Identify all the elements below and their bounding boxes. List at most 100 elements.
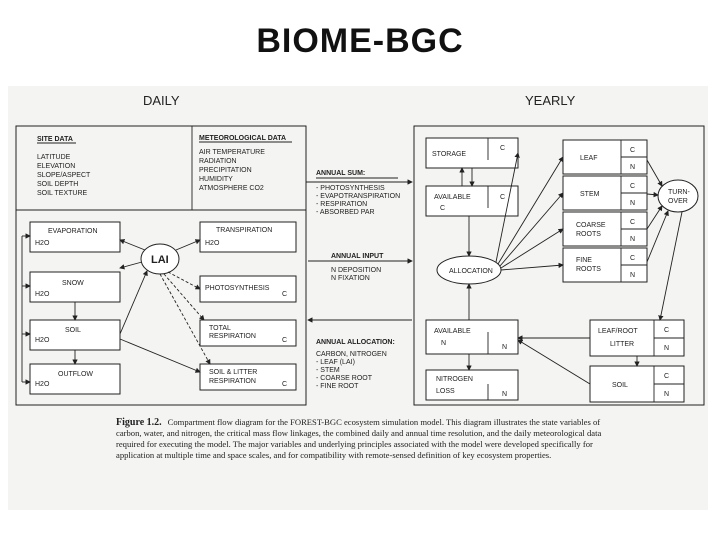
- svg-text:N: N: [664, 345, 669, 352]
- evaporation-box: EVAPORATION H2O: [29, 221, 121, 253]
- nitrogen-loss-box: NITROGEN LOSS N: [425, 369, 519, 401]
- fine-roots-box: FINE ROOTS C N: [562, 247, 648, 283]
- allocation-node: ALLOCATION: [436, 255, 502, 285]
- site-line-1: ELEVATION: [37, 163, 75, 170]
- svg-text:PHOTOSYNTHESIS: PHOTOSYNTHESIS: [205, 285, 270, 292]
- site-data-block: SITE DATA LATITUDE ELEVATION SLOPE/ASPEC…: [37, 136, 91, 197]
- svg-text:RESPIRATION: RESPIRATION: [209, 378, 256, 385]
- svg-text:NITROGEN: NITROGEN: [436, 376, 473, 383]
- svg-text:ALLOCATION: ALLOCATION: [449, 268, 493, 275]
- svg-text:- FINE ROOT: - FINE ROOT: [316, 383, 359, 390]
- svg-text:TOTAL: TOTAL: [209, 325, 231, 332]
- yearly-flow-lines: [459, 152, 683, 385]
- soil-water-box: SOIL H2O: [29, 319, 121, 351]
- svg-text:C: C: [664, 327, 669, 334]
- met-data-title: METEOROLOGICAL DATA: [199, 135, 286, 142]
- svg-text:- LEAF (LAI): - LEAF (LAI): [316, 359, 355, 366]
- svg-text:SOIL & LITTER: SOIL & LITTER: [209, 369, 257, 376]
- svg-text:- PHOTOSYNTHESIS: - PHOTOSYNTHESIS: [316, 185, 385, 192]
- svg-text:ANNUAL ALLOCATION:: ANNUAL ALLOCATION:: [316, 339, 395, 346]
- svg-text:N: N: [630, 200, 635, 207]
- svg-text:C: C: [630, 183, 635, 190]
- figure-caption-label: Figure 1.2.: [116, 417, 162, 428]
- figure-caption-text: Compartment flow diagram for the FOREST-…: [116, 417, 602, 460]
- svg-text:STEM: STEM: [580, 191, 600, 198]
- svg-text:N: N: [630, 236, 635, 243]
- met-line-3: HUMIDITY: [199, 176, 233, 183]
- svg-text:TURN-: TURN-: [668, 189, 690, 196]
- svg-text:TRANSPIRATION: TRANSPIRATION: [216, 227, 272, 234]
- svg-text:N: N: [502, 344, 507, 351]
- svg-text:LITTER: LITTER: [610, 341, 634, 348]
- outflow-box: OUTFLOW H2O: [29, 363, 121, 395]
- svg-text:N: N: [630, 272, 635, 279]
- svg-text:OUTFLOW: OUTFLOW: [58, 371, 93, 378]
- photosynthesis-box: PHOTOSYNTHESIS C: [199, 275, 297, 303]
- transpiration-box: TRANSPIRATION H2O: [199, 221, 297, 253]
- met-line-0: AIR TEMPERATURE: [199, 149, 265, 156]
- met-line-1: RADIATION: [199, 158, 237, 165]
- total-respiration-box: TOTAL RESPIRATION C: [199, 319, 297, 347]
- svg-text:H2O: H2O: [35, 240, 50, 247]
- svg-text:H2O: H2O: [205, 240, 220, 247]
- svg-text:AVAILABLE: AVAILABLE: [434, 328, 471, 335]
- figure-caption: Figure 1.2.Compartment flow diagram for …: [116, 417, 616, 461]
- svg-text:- ABSORBED PAR: - ABSORBED PAR: [316, 209, 375, 216]
- svg-text:AVAILABLE: AVAILABLE: [434, 194, 471, 201]
- svg-text:N FIXATION: N FIXATION: [331, 275, 370, 282]
- svg-text:LEAF: LEAF: [580, 155, 598, 162]
- available-nitrogen-box: AVAILABLE N N: [425, 319, 519, 355]
- svg-text:SNOW: SNOW: [62, 280, 84, 287]
- svg-text:COARSE: COARSE: [576, 222, 606, 229]
- site-line-2: SLOPE/ASPECT: [37, 172, 91, 179]
- soil-litter-respiration-box: SOIL & LITTER RESPIRATION C: [199, 363, 297, 391]
- svg-text:EVAPORATION: EVAPORATION: [48, 228, 98, 235]
- annual-input-block: ANNUAL INPUT N DEPOSITION N FIXATION: [308, 253, 413, 282]
- available-carbon-box: AVAILABLE C C: [425, 185, 519, 217]
- svg-text:- STEM: - STEM: [316, 367, 340, 374]
- svg-text:- RESPIRATION: - RESPIRATION: [316, 201, 367, 208]
- met-line-2: PRECIPITATION: [199, 167, 252, 174]
- svg-text:C: C: [500, 145, 505, 152]
- soil-pool-box: SOIL C N: [589, 365, 685, 403]
- slide-title: BIOME-BGC: [256, 22, 464, 60]
- site-line-3: SOIL DEPTH: [37, 181, 78, 188]
- daily-header: DAILY: [143, 93, 180, 108]
- daily-panel: [15, 125, 307, 406]
- svg-text:H2O: H2O: [35, 381, 50, 388]
- storage-box: STORAGE C: [425, 137, 519, 169]
- svg-text:LEAF/ROOT: LEAF/ROOT: [598, 328, 638, 335]
- svg-text:C: C: [282, 337, 287, 344]
- svg-text:C: C: [282, 381, 287, 388]
- svg-text:SOIL: SOIL: [612, 382, 628, 389]
- svg-text:ANNUAL INPUT: ANNUAL INPUT: [331, 253, 384, 260]
- svg-text:C: C: [630, 147, 635, 154]
- svg-text:FINE: FINE: [576, 257, 592, 264]
- svg-text:LOSS: LOSS: [436, 388, 455, 395]
- met-data-block: METEOROLOGICAL DATA AIR TEMPERATURE RADI…: [199, 135, 292, 192]
- svg-text:- EVAPOTRANSPIRATION: - EVAPOTRANSPIRATION: [316, 193, 400, 200]
- stem-box: STEM C N: [562, 175, 648, 211]
- svg-text:H2O: H2O: [35, 291, 50, 298]
- coarse-roots-box: COARSE ROOTS C N: [562, 211, 648, 247]
- svg-text:N: N: [630, 164, 635, 171]
- turnover-node: TURN- OVER: [657, 179, 699, 213]
- svg-text:ROOTS: ROOTS: [576, 266, 601, 273]
- site-line-4: SOIL TEXTURE: [37, 190, 88, 197]
- svg-text:C: C: [282, 291, 287, 298]
- lai-node: LAI: [140, 243, 180, 275]
- met-line-4: ATMOSPHERE CO2: [199, 185, 264, 192]
- svg-text:STORAGE: STORAGE: [432, 151, 466, 158]
- daily-flow-lines: [21, 233, 211, 385]
- svg-text:ROOTS: ROOTS: [576, 231, 601, 238]
- svg-text:C: C: [630, 255, 635, 262]
- leaf-box: LEAF C N: [562, 139, 648, 175]
- svg-text:N: N: [502, 391, 507, 398]
- svg-text:- COARSE ROOT: - COARSE ROOT: [316, 375, 373, 382]
- svg-text:C: C: [440, 205, 445, 212]
- svg-text:ANNUAL SUM:: ANNUAL SUM:: [316, 170, 365, 177]
- svg-text:N: N: [664, 391, 669, 398]
- annual-allocation-block: ANNUAL ALLOCATION: CARBON, NITROGEN - LE…: [307, 317, 412, 390]
- site-data-title: SITE DATA: [37, 136, 73, 143]
